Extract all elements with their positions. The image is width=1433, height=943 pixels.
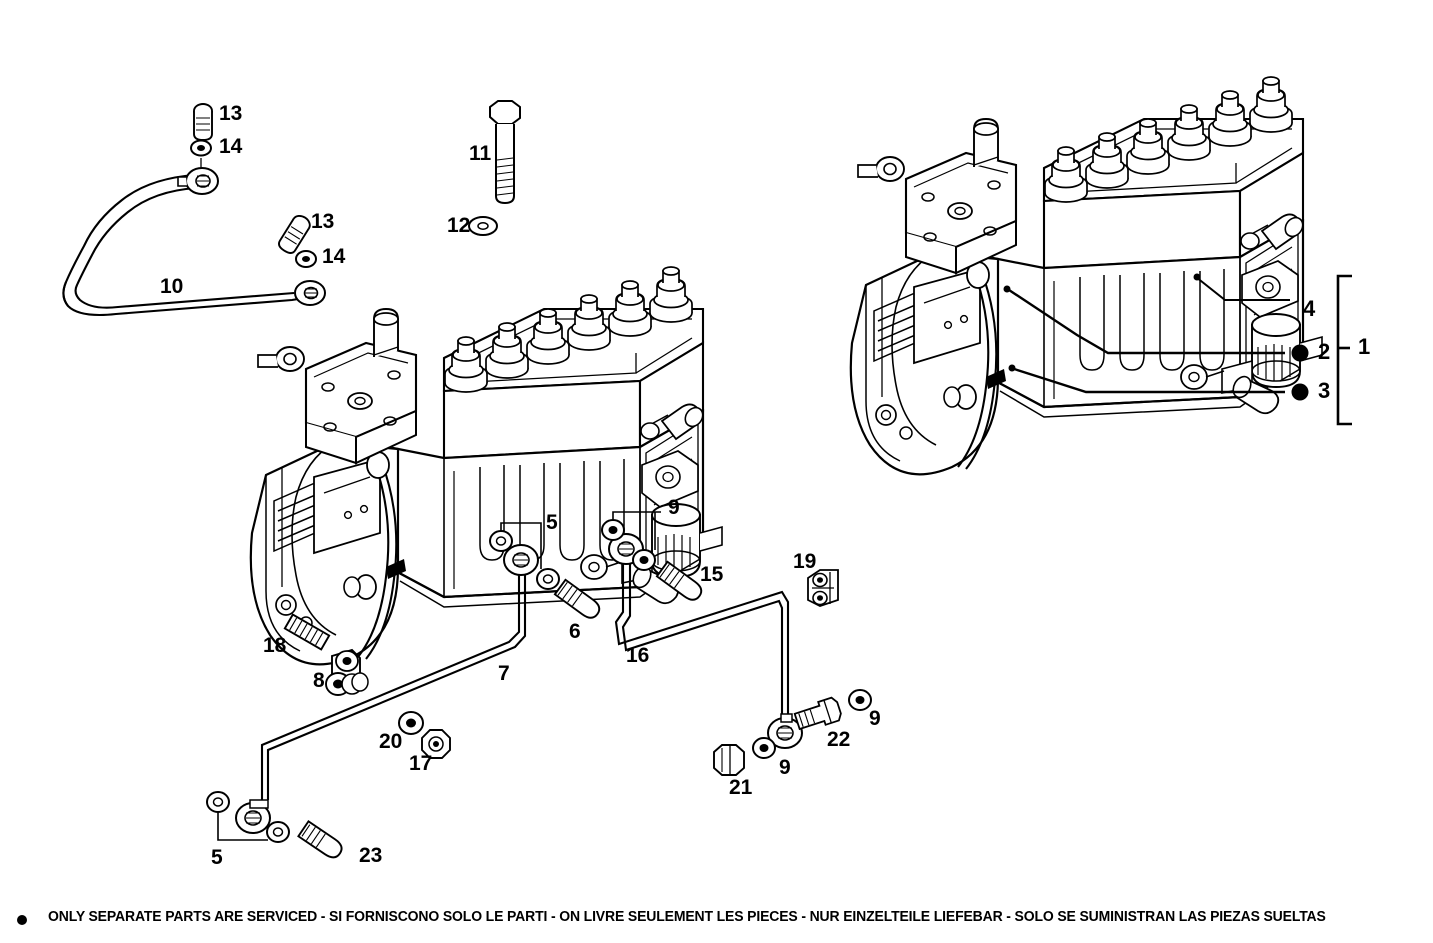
sealing-washer-9-d xyxy=(848,689,872,711)
washer-12 xyxy=(468,216,498,236)
injection-pump-right-view xyxy=(849,75,1324,476)
injection-pump-left-view xyxy=(249,265,724,666)
callout-17: 17 xyxy=(409,752,433,775)
footer-note-text: ONLY SEPARATE PARTS ARE SERVICED - SI FO… xyxy=(48,909,1326,925)
callout-18: 18 xyxy=(263,634,287,657)
banjo-bolt-23 xyxy=(297,820,343,859)
fuel-pipe-16 xyxy=(614,560,790,716)
union-fitting-22 xyxy=(793,696,842,731)
callout-22: 22 xyxy=(827,728,851,751)
sealing-washer-5-lower-a xyxy=(206,791,230,813)
footer-note: ONLY SEPARATE PARTS ARE SERVICED - SI FO… xyxy=(0,903,1433,937)
double-banjo-connector-8 xyxy=(325,648,369,696)
callout-1: 1 xyxy=(1358,334,1371,359)
bullet-dot-2 xyxy=(1291,344,1309,362)
leader-lines-right-pump xyxy=(1003,273,1352,426)
hose-banjo-eye-lower xyxy=(294,280,326,306)
banjo-bolt-13-upper xyxy=(193,103,213,141)
callout-15: 15 xyxy=(700,563,724,586)
sealing-washer-9-c xyxy=(752,737,776,759)
callout-19: 19 xyxy=(793,550,817,573)
fuel-hose-10 xyxy=(62,173,306,317)
sealing-washer-14-upper xyxy=(190,139,212,157)
sealing-washer-5-upper-a xyxy=(489,530,513,552)
callout-13-b: 13 xyxy=(311,210,335,233)
callout-9-c: 9 xyxy=(779,756,791,779)
callout-11: 11 xyxy=(469,142,492,165)
pipe-7-banjo-lower xyxy=(235,799,271,834)
sealing-washer-9-b xyxy=(632,549,656,571)
hose-banjo-eye-upper xyxy=(177,167,219,195)
leader-5-lower xyxy=(217,812,268,841)
pipe-clamp-19 xyxy=(807,569,839,607)
callout-9-b: 9 xyxy=(869,707,881,730)
sealing-washer-14-lower xyxy=(295,250,317,268)
bullet-dot-icon xyxy=(17,915,27,925)
stud-18 xyxy=(283,613,331,651)
banjo-bolt-15 xyxy=(655,560,703,601)
leader-9-top-a xyxy=(612,511,661,520)
cap-nut-21 xyxy=(713,744,745,776)
pipe-7-banjo-upper xyxy=(503,544,539,576)
callout-12: 12 xyxy=(447,214,471,237)
leader-5-upper xyxy=(500,522,542,533)
washer-20 xyxy=(398,711,424,735)
bullet-dot-3 xyxy=(1291,383,1309,401)
nut-17 xyxy=(421,729,451,759)
callout-23: 23 xyxy=(359,844,383,867)
callout-14-b: 14 xyxy=(322,245,346,268)
banjo-bolt-13-lower xyxy=(278,214,311,254)
sealing-washer-5-lower-b xyxy=(266,821,290,843)
callout-6: 6 xyxy=(569,620,581,643)
callout-7: 7 xyxy=(498,662,510,685)
callout-14-a: 14 xyxy=(219,135,243,158)
callout-4: 4 xyxy=(1303,296,1316,321)
callout-9-a: 9 xyxy=(668,496,680,519)
callout-5-a: 5 xyxy=(546,511,558,534)
fuel-pipe-7 xyxy=(260,572,527,800)
callout-3: 3 xyxy=(1318,378,1331,403)
sealing-washer-9-a xyxy=(601,519,625,541)
callout-20: 20 xyxy=(379,730,403,753)
callout-16: 16 xyxy=(626,644,650,667)
hex-bolt-11 xyxy=(489,100,521,205)
callout-10: 10 xyxy=(160,275,184,298)
callout-2: 2 xyxy=(1318,339,1331,364)
sealing-washer-5-upper-b xyxy=(536,568,560,590)
callout-8: 8 xyxy=(313,669,325,692)
pipe-16-banjo-lower xyxy=(767,713,803,749)
banjo-bolt-6 xyxy=(553,578,601,619)
callout-5-b: 5 xyxy=(211,846,223,869)
callout-13-a: 13 xyxy=(219,102,243,125)
callout-21: 21 xyxy=(729,776,753,799)
